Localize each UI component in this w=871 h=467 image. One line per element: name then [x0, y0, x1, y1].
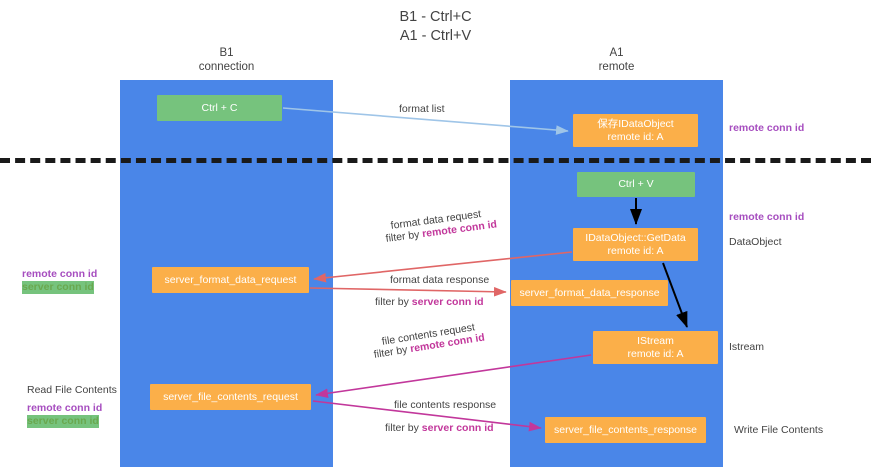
filter-prefix: filter by — [373, 343, 412, 361]
edge-format-data-response — [309, 286, 507, 297]
node-idataobject-store-title: 保存IDataObject — [597, 117, 674, 130]
node-server-file-contents-request-label: server_file_contents_request — [163, 390, 298, 403]
node-idataobject-store-id: remote id: A — [607, 130, 664, 143]
annotation-read-file-contents: Read File Contents — [27, 384, 117, 396]
filter-key-server-conn-id: server conn id — [421, 422, 494, 434]
edge-label-format-data-response: format data response — [390, 274, 490, 286]
node-ctrl-c-label: Ctrl + C — [201, 101, 238, 114]
node-server-format-data-request-label: server_format_data_request — [164, 273, 297, 286]
node-server-format-data-response-label: server_format_data_response — [519, 286, 660, 299]
annotation-remote-conn-id-top: remote conn id — [729, 122, 805, 134]
node-ctrl-v-label: Ctrl + V — [618, 178, 654, 190]
edge-label-format-list: format list — [399, 103, 445, 115]
node-idataobject-store[interactable]: 保存IDataObject remote id: A — [573, 114, 698, 147]
column-header-a1: A1 remote — [510, 46, 723, 74]
node-server-file-contents-response[interactable]: server_file_contents_response — [545, 417, 706, 443]
annotation-left-remote-conn-id-mid: remote conn id — [22, 268, 98, 280]
column-b1-name: B1 — [219, 47, 234, 59]
filter-prefix: filter by — [385, 422, 422, 434]
annotation-left-remote-conn-id-bottom: remote conn id — [27, 402, 103, 414]
node-ctrl-c[interactable]: Ctrl + C — [157, 95, 282, 121]
annotation-left-server-conn-id-bottom: server conn id — [27, 415, 99, 428]
annotation-write-file-contents: Write File Contents — [734, 424, 824, 436]
node-idataobject-getdata[interactable]: IDataObject::GetData remote id: A — [573, 228, 698, 261]
node-ctrl-v[interactable]: Ctrl + V — [577, 172, 695, 197]
page-title: B1 - Ctrl+C A1 - Ctrl+V — [0, 8, 871, 46]
node-idataobject-getdata-id: remote id: A — [607, 244, 664, 257]
node-istream[interactable]: IStream remote id: A — [593, 331, 718, 364]
phase-divider — [0, 158, 871, 163]
annotation-remote-conn-id-mid: remote conn id — [729, 211, 805, 223]
edge-label-file-contents-response-filter: filter by server conn id — [385, 422, 494, 435]
node-istream-title: IStream — [637, 334, 674, 347]
filter-prefix: filter by — [375, 296, 412, 308]
annotation-left-server-conn-id-mid: server conn id — [22, 281, 94, 294]
node-server-file-contents-response-label: server_file_contents_response — [553, 423, 697, 436]
column-header-b1: B1 connection — [120, 46, 333, 74]
node-server-format-data-response[interactable]: server_format_data_response — [511, 280, 668, 306]
node-server-format-data-request[interactable]: server_format_data_request — [152, 267, 309, 293]
node-idataobject-getdata-title: IDataObject::GetData — [585, 231, 686, 244]
node-server-file-contents-request[interactable]: server_file_contents_request — [150, 384, 311, 410]
column-a1-role: remote — [598, 61, 635, 73]
title-line-1: B1 - Ctrl+C — [399, 9, 472, 25]
edge-label-file-contents-response: file contents response — [394, 399, 497, 411]
edge-label-format-data-response-filter: filter by server conn id — [375, 296, 484, 309]
annotation-istream: Istream — [729, 341, 765, 353]
filter-key-server-conn-id: server conn id — [411, 296, 484, 308]
annotation-dataobject: DataObject — [729, 236, 782, 248]
column-b1-role: connection — [198, 61, 255, 73]
node-istream-id: remote id: A — [627, 347, 684, 360]
title-line-2: A1 - Ctrl+V — [399, 28, 472, 44]
column-a1-name: A1 — [609, 47, 624, 59]
